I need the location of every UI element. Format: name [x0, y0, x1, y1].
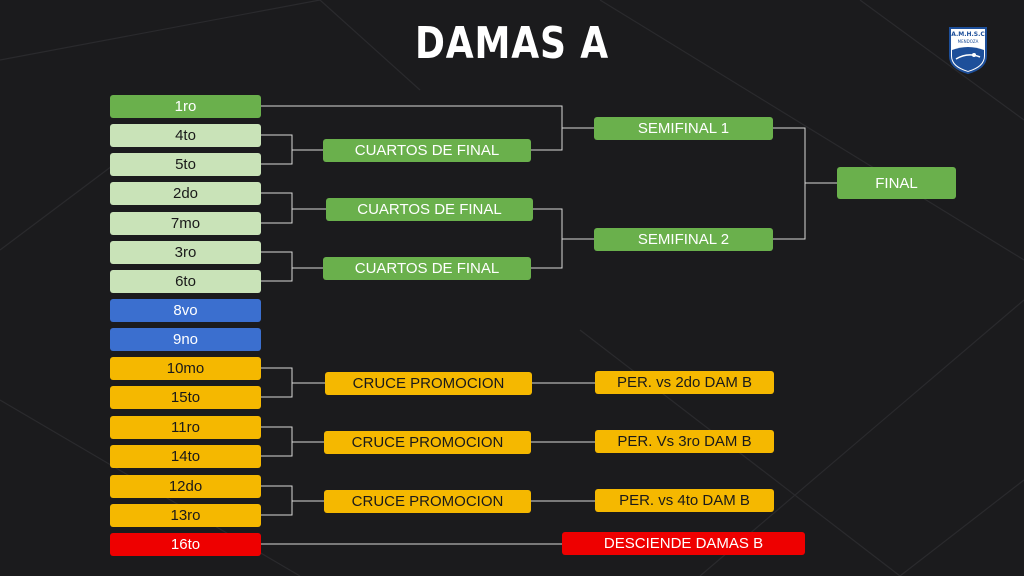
- seed-9no: 9no: [110, 328, 261, 351]
- cuartos-de-final-1: CUARTOS DE FINAL: [323, 139, 531, 162]
- seed-16to: 16to: [110, 533, 261, 556]
- final: FINAL: [837, 167, 956, 199]
- club-logo: A.M.H.S.C MENDOZA: [948, 26, 988, 75]
- seed-10mo: 10mo: [110, 357, 261, 380]
- seed-12do: 12do: [110, 475, 261, 498]
- seed-3ro: 3ro: [110, 241, 261, 264]
- seed-13ro: 13ro: [110, 504, 261, 527]
- cruce-promocion-1: CRUCE PROMOCION: [325, 372, 532, 395]
- semifinal-1: SEMIFINAL 1: [594, 117, 773, 140]
- cuartos-de-final-3: CUARTOS DE FINAL: [323, 257, 531, 280]
- seed-14to: 14to: [110, 445, 261, 468]
- promocion-match-3: PER. vs 4to DAM B: [595, 489, 774, 512]
- seed-5to: 5to: [110, 153, 261, 176]
- seed-1ro: 1ro: [110, 95, 261, 118]
- seed-2do: 2do: [110, 182, 261, 205]
- promocion-match-1: PER. vs 2do DAM B: [595, 371, 774, 394]
- cruce-promocion-3: CRUCE PROMOCION: [324, 490, 531, 513]
- semifinal-2: SEMIFINAL 2: [594, 228, 773, 251]
- seed-6to: 6to: [110, 270, 261, 293]
- logo-line-2: MENDOZA: [957, 39, 979, 44]
- desciende-damas-b: DESCIENDE DAMAS B: [562, 532, 805, 555]
- cuartos-de-final-2: CUARTOS DE FINAL: [326, 198, 533, 221]
- logo-line-1: A.M.H.S.C: [951, 31, 985, 38]
- seed-11ro: 11ro: [110, 416, 261, 439]
- seed-7mo: 7mo: [110, 212, 261, 235]
- page-title: DAMAS A: [415, 18, 609, 69]
- promocion-match-2: PER. Vs 3ro DAM B: [595, 430, 774, 453]
- seed-15to: 15to: [110, 386, 261, 409]
- seed-8vo: 8vo: [110, 299, 261, 322]
- cruce-promocion-2: CRUCE PROMOCION: [324, 431, 531, 454]
- seed-4to: 4to: [110, 124, 261, 147]
